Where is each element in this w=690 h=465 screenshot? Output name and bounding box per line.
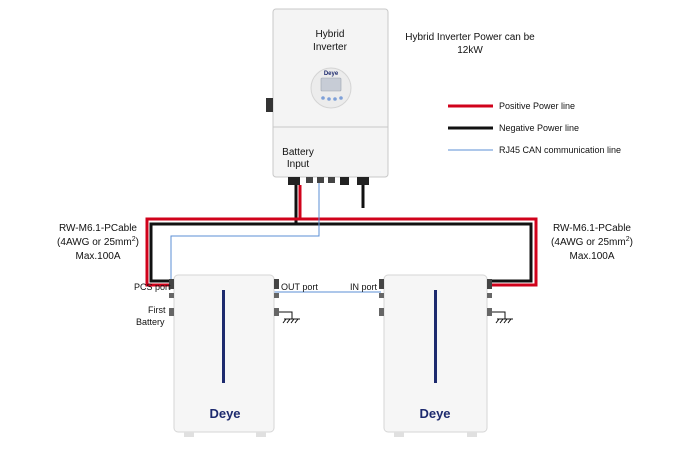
negative-power-line (149, 185, 298, 283)
cable-left-spec: (4AWG or 25mm2) (57, 236, 139, 248)
first-battery-label-line2: Battery (136, 317, 165, 327)
battery-input-label-line2: Input (287, 159, 309, 170)
cable-right-max: Max.100A (569, 251, 614, 262)
inverter-title-line2: Inverter (313, 42, 348, 53)
ground-icon (492, 311, 513, 324)
battery-input-label-line1: Battery (282, 147, 314, 158)
inverter-display-panel: Deye (310, 67, 352, 109)
in-port-label: IN port (350, 282, 378, 292)
cable-label-right: RW-M6.1-PCable (4AWG or 25mm2) Max.100A (551, 223, 633, 262)
battery-right-brand: Deye (419, 406, 450, 421)
legend-label-positive: Positive Power line (499, 101, 575, 111)
positive-power-line-right (300, 217, 538, 287)
cable-left-max: Max.100A (75, 251, 120, 262)
legend-label-can: RJ45 CAN communication line (499, 145, 621, 155)
positive-power-line (145, 185, 302, 287)
inverter-terminals (288, 177, 369, 185)
inverter-title-line1: Hybrid (316, 29, 345, 40)
wiring (145, 183, 538, 293)
battery-right-indicator-bar (434, 290, 437, 383)
cable-label-left: RW-M6.1-PCable (4AWG or 25mm2) Max.100A (57, 223, 139, 262)
pcs-port-label: PCS port (134, 282, 171, 292)
power-note-line1: Hybrid Inverter Power can be (405, 32, 535, 43)
cable-left-model: RW-M6.1-PCable (59, 223, 137, 234)
battery-left: Deye PCS port OUT port First Battery (134, 274, 318, 437)
battery-left-brand: Deye (209, 406, 240, 421)
cable-right-spec: (4AWG or 25mm2) (551, 236, 633, 248)
first-battery-label-line1: First (148, 305, 166, 315)
can-communication-line (170, 183, 320, 279)
power-note-line2: 12kW (457, 45, 483, 56)
inverter-brand: Deye (324, 71, 339, 77)
cable-right-model: RW-M6.1-PCable (553, 223, 631, 234)
negative-power-line-right (296, 222, 533, 283)
hybrid-inverter: Hybrid Inverter Deye Battery Input (266, 8, 389, 185)
ground-icon (279, 311, 300, 324)
legend-label-negative: Negative Power line (499, 123, 579, 133)
legend: Positive Power line Negative Power line … (448, 101, 621, 155)
out-port-label: OUT port (281, 282, 318, 292)
battery-right: Deye IN port (350, 274, 513, 437)
battery-left-indicator-bar (222, 290, 225, 383)
